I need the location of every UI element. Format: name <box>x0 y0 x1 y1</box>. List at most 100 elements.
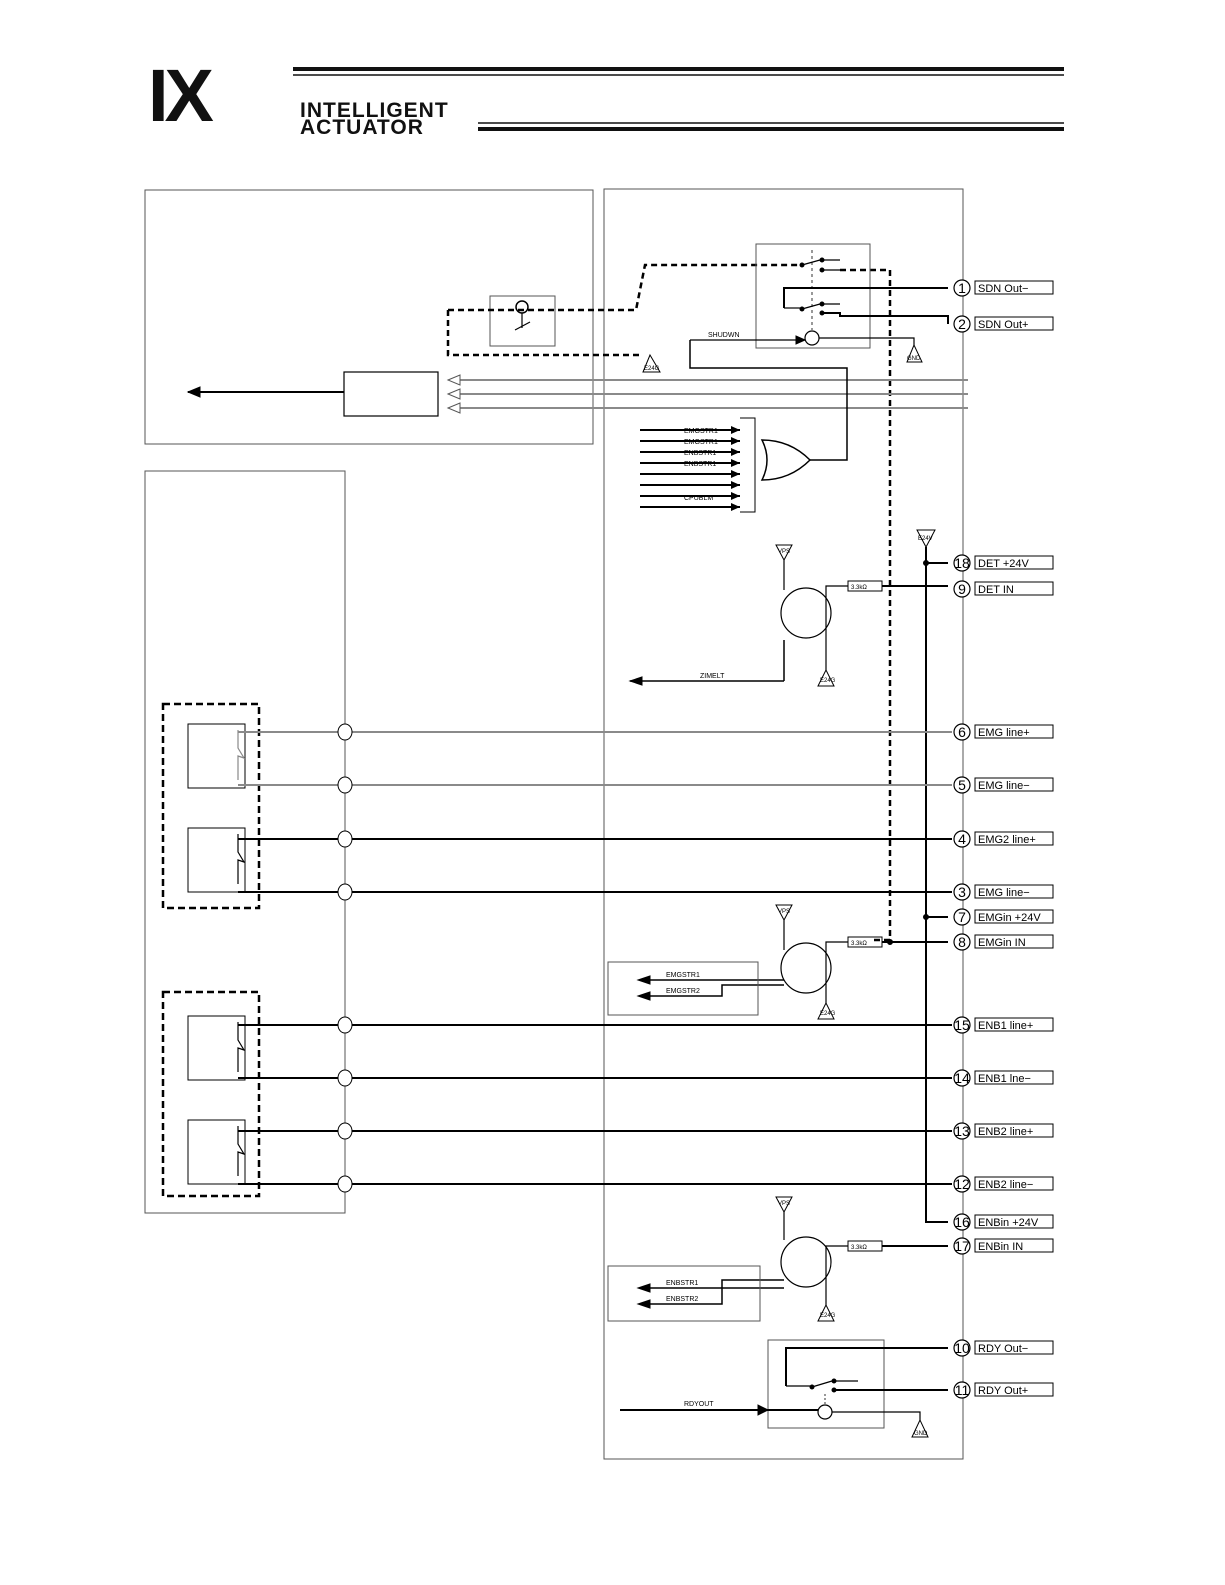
pin-label: RDY Out− <box>978 1343 1028 1355</box>
pin-number: 5 <box>958 777 966 793</box>
pin-circle <box>953 830 971 848</box>
pin-number: 4 <box>958 831 966 847</box>
pin-16: 16 ENBin +24V <box>953 1213 1054 1231</box>
vps-label: VPS <box>778 909 790 915</box>
pin-label-box <box>974 581 1054 596</box>
pin-number: 1 <box>958 280 966 296</box>
det-out-label: ZIMELT <box>700 673 725 680</box>
gnd-label: GND <box>907 356 921 362</box>
pin-label-box <box>974 1382 1054 1397</box>
pin-number: 2 <box>958 316 966 332</box>
e24v-symbol <box>887 529 936 945</box>
pin-circle <box>953 908 971 926</box>
pin-3: 3 EMG line− <box>953 883 1054 901</box>
or-input-label: EMGSTR1 <box>684 439 718 446</box>
pin-label: ENB1 lne− <box>978 1073 1031 1085</box>
pin-label-box <box>974 724 1054 739</box>
logo-line-2: ACTUATOR <box>300 116 424 139</box>
pin-label: EMG line− <box>978 887 1030 899</box>
logo-line-1: INTELLIGENT <box>300 99 449 122</box>
enb-out-label: ENBSTR2 <box>666 1296 698 1303</box>
e24g-label: E24G <box>820 678 836 684</box>
terminal-connector <box>337 1122 353 1140</box>
pin-label-box <box>974 1070 1054 1085</box>
pin-label-box <box>974 777 1054 792</box>
pin-circle <box>953 1069 971 1087</box>
optocoupler-emg <box>607 904 948 1020</box>
pin-label: EMGin +24V <box>978 912 1041 924</box>
pin-1: 1 SDN Out− <box>953 279 1054 297</box>
pin-circle <box>953 580 971 598</box>
pin-number: 8 <box>958 934 966 950</box>
pin-label: ENB2 line− <box>978 1179 1033 1191</box>
pin-circle <box>953 883 971 901</box>
gnd-label: GND <box>914 1431 928 1437</box>
pin-label-box <box>974 909 1054 924</box>
pin-label: EMG2 line+ <box>978 834 1036 846</box>
shudwn-label: SHUDWN <box>708 332 740 339</box>
pin-label: SDN Out− <box>978 283 1028 295</box>
pin-number: 16 <box>954 1214 970 1230</box>
pin-circle <box>953 1122 971 1140</box>
pin-number: 7 <box>958 909 966 925</box>
e24g-label: E24G <box>644 366 660 372</box>
terminal-connector <box>337 883 353 901</box>
pin-label-box <box>974 316 1054 331</box>
pin-label-box <box>974 1176 1054 1191</box>
pin-circle <box>953 1237 971 1255</box>
pin-label: ENBin +24V <box>978 1217 1039 1229</box>
pin-number: 14 <box>954 1070 970 1086</box>
pin-label: ENBin IN <box>978 1241 1023 1253</box>
rdy-in-label: RDYOUT <box>684 1401 714 1408</box>
e24g-label: E24G <box>820 1011 836 1017</box>
pin-circle <box>953 1213 971 1231</box>
pin-number: 3 <box>958 884 966 900</box>
pin-10: 10 RDY Out− <box>953 1339 1054 1357</box>
pin-number: 10 <box>954 1340 970 1356</box>
pin-label-box <box>974 555 1054 570</box>
pin-wires <box>238 723 952 1193</box>
pin-number: 6 <box>958 724 966 740</box>
pin-14: 14 ENB1 lne− <box>953 1069 1054 1087</box>
e24v-label: E24V <box>918 536 933 542</box>
pin-number: 15 <box>954 1017 970 1033</box>
or-input-lines <box>640 429 740 508</box>
pin-circle <box>953 279 971 297</box>
pin-label: EMG line− <box>978 780 1030 792</box>
terminal-connector <box>337 1175 353 1193</box>
pin-label-box <box>974 934 1054 949</box>
or-input-label: EMGSTR1 <box>684 428 718 435</box>
pin-label-box <box>974 1214 1054 1229</box>
pin-circle <box>953 315 971 333</box>
optocoupler-det <box>628 544 948 687</box>
emg-out-label: EMGSTR2 <box>666 988 700 995</box>
pin-circle <box>953 1175 971 1193</box>
pin-circle <box>953 554 971 572</box>
pin-label: ENB2 line+ <box>978 1126 1033 1138</box>
pin-circle <box>953 776 971 794</box>
vps-label: VPS <box>778 1201 790 1207</box>
terminal-connector <box>337 776 353 794</box>
pin-label: DET +24V <box>978 558 1030 570</box>
emg-out-label: EMGSTR1 <box>666 972 700 979</box>
pin-13: 13 ENB2 line+ <box>953 1122 1054 1140</box>
pin-label-box <box>974 1017 1054 1032</box>
pin-number: 13 <box>954 1123 970 1139</box>
pin-number: 17 <box>954 1238 970 1254</box>
pin-label-box <box>974 280 1054 295</box>
enb-out-label: ENBSTR1 <box>666 1280 698 1287</box>
terminal-connector <box>337 723 353 741</box>
or-gate <box>640 417 826 513</box>
or-input-label: CPUBLM <box>684 495 713 502</box>
pin-label-box <box>974 1340 1054 1355</box>
pin-label: RDY Out+ <box>978 1385 1028 1397</box>
upper-left-block <box>186 295 556 417</box>
